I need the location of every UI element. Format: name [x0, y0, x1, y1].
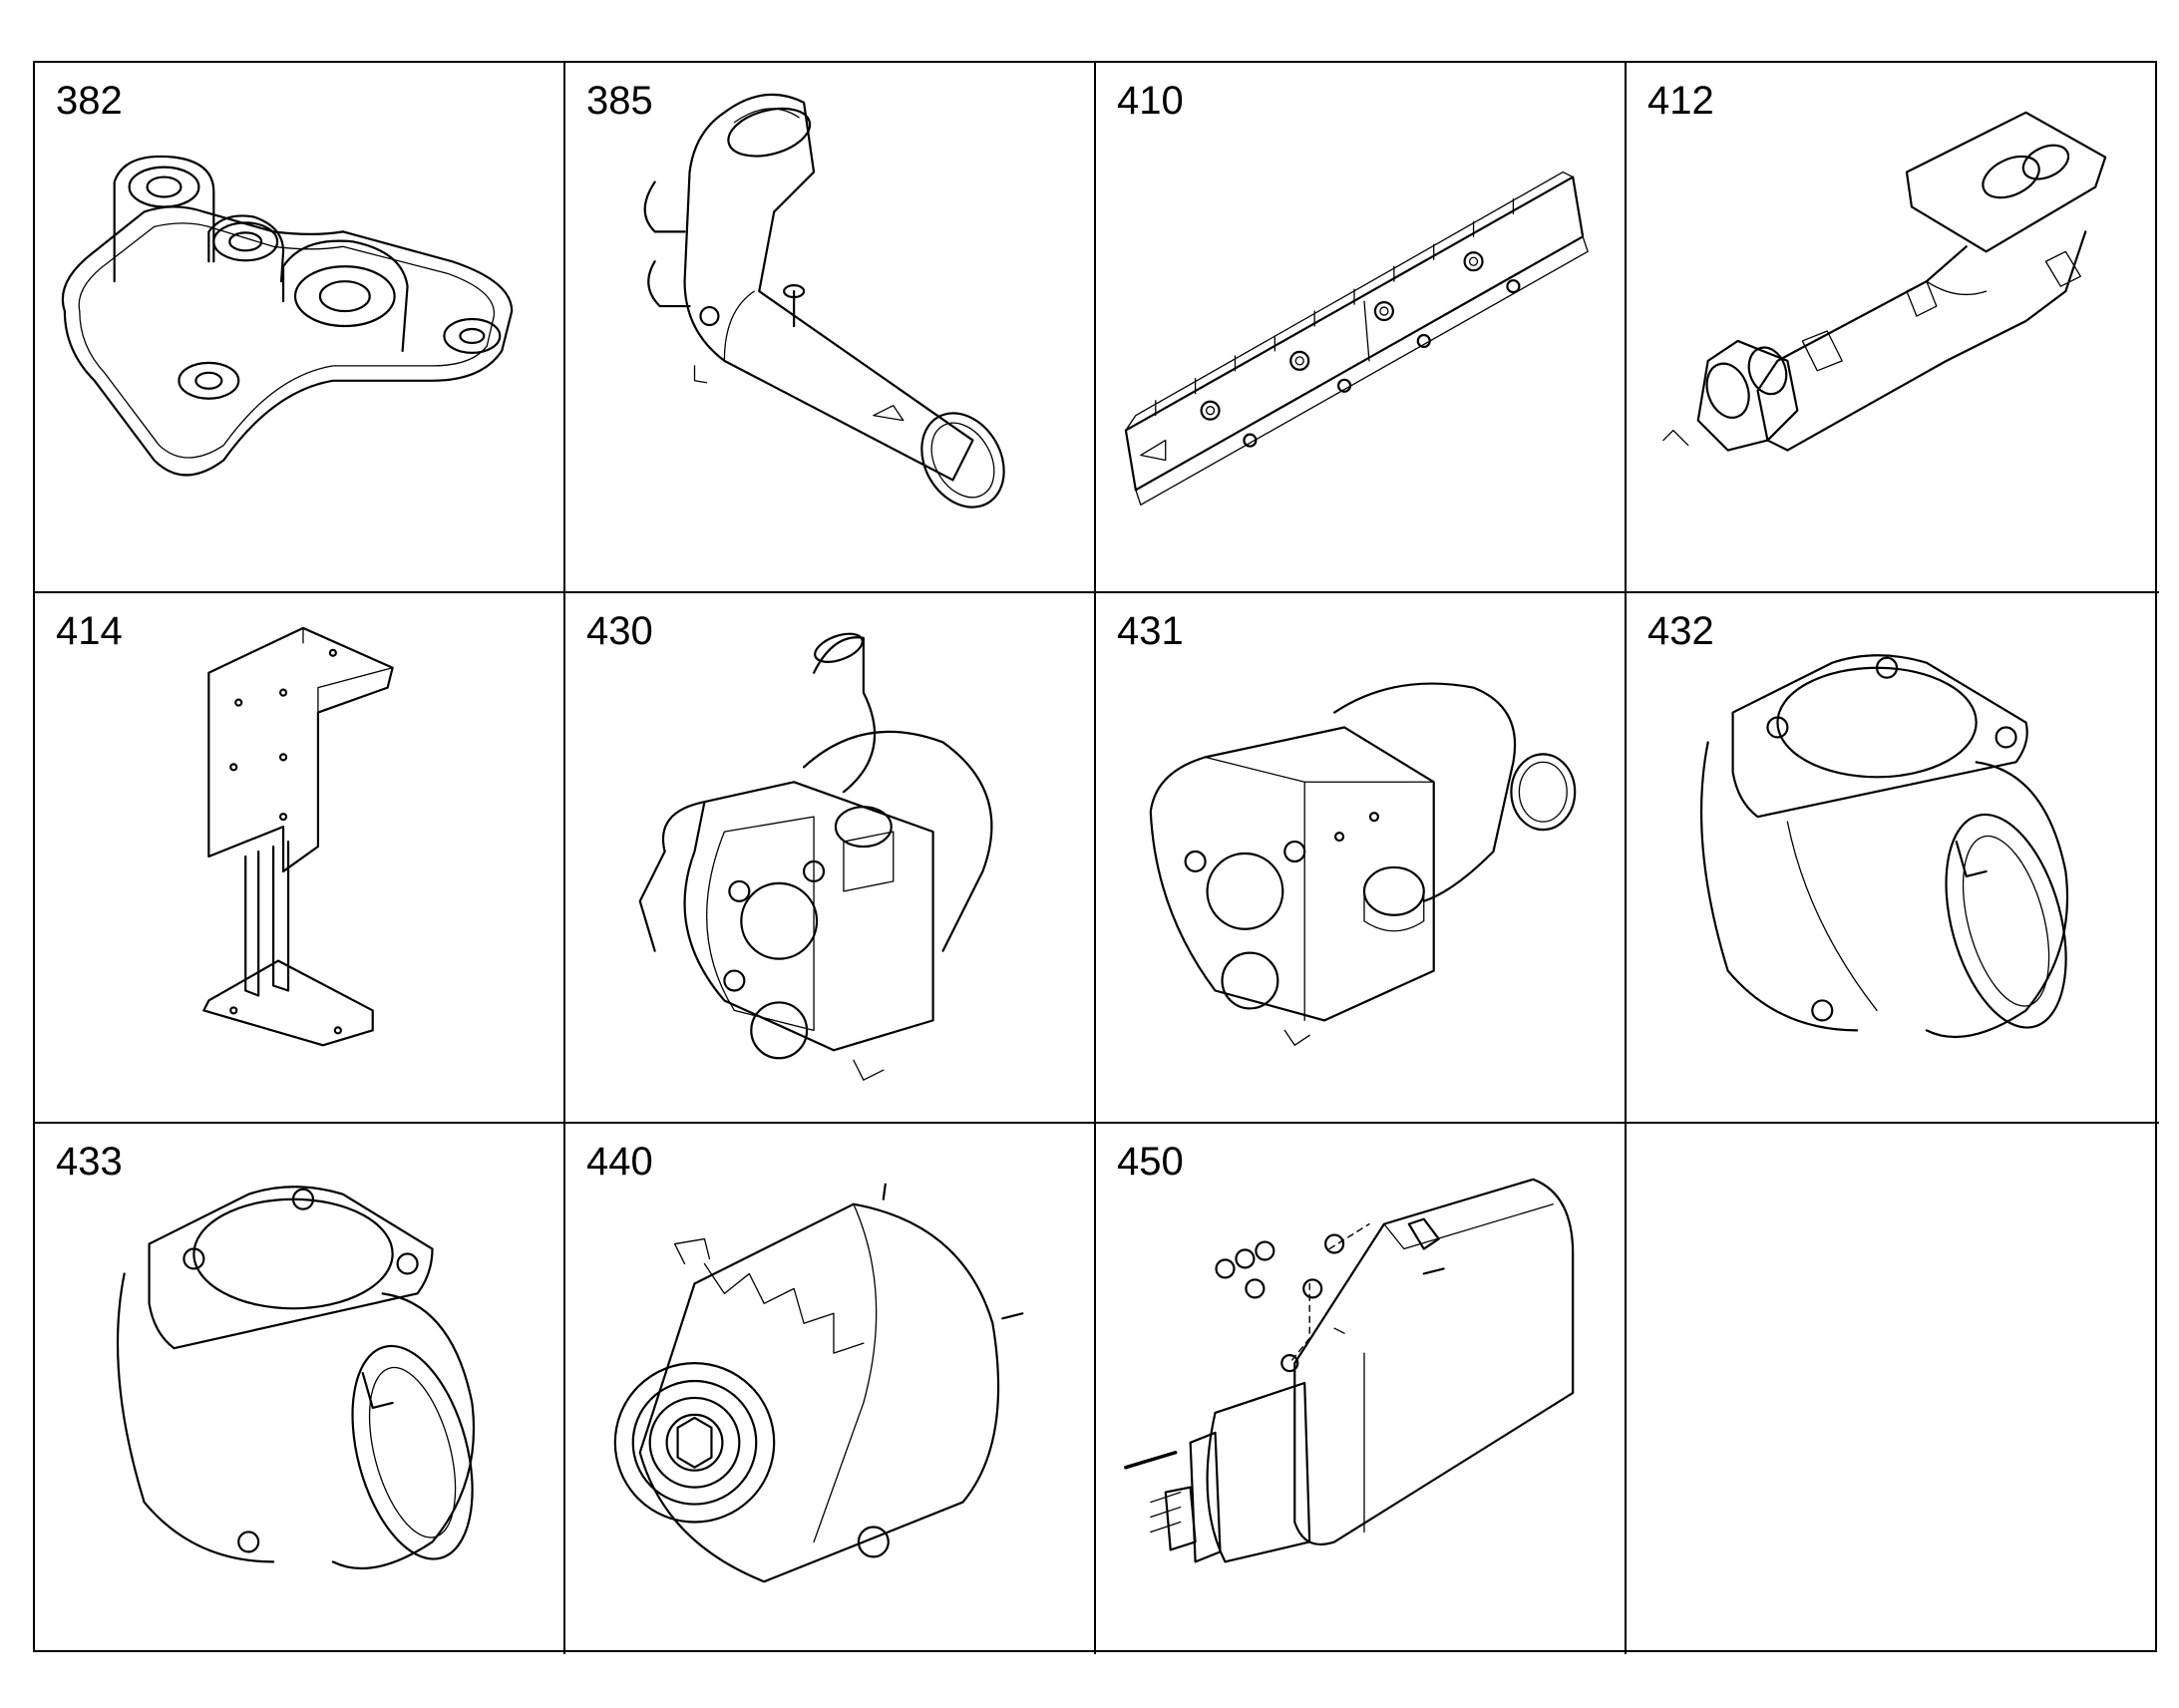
rail-bracket-icon [1124, 171, 1589, 506]
part-cell-450[interactable]: 450 [1096, 1124, 1627, 1654]
support-bracket-icon [202, 626, 394, 1047]
part-number: 432 [1647, 609, 1714, 653]
empty-cell [1627, 1124, 2159, 1654]
elbow-pipe-icon [643, 93, 1005, 509]
part-cell-431[interactable]: 431 [1096, 593, 1627, 1124]
part-cell-382[interactable]: 382 [35, 63, 565, 593]
part-number: 412 [1647, 79, 1714, 123]
exhaust-elbow-icon [1699, 654, 2069, 1039]
alternator-icon [613, 1183, 1024, 1583]
part-cell-430[interactable]: 430 [565, 593, 1096, 1124]
exhaust-manifold-icon [1662, 111, 2107, 452]
exhaust-elbow-icon [116, 1186, 476, 1570]
part-cell-414[interactable]: 414 [35, 593, 565, 1124]
part-number: 433 [56, 1140, 123, 1184]
part-cell-432[interactable]: 432 [1627, 593, 2159, 1124]
part-number: 414 [56, 609, 123, 653]
parts-grid: 382 385 [33, 61, 2159, 1654]
cover-housing-icon [61, 155, 514, 477]
starter-motor-icon [1124, 1178, 1575, 1563]
part-number: 431 [1117, 609, 1184, 653]
part-cell-410[interactable]: 410 [1096, 63, 1627, 593]
part-cell-440[interactable]: 440 [565, 1124, 1096, 1654]
part-number: 410 [1117, 79, 1184, 123]
turbocharger-icon [1149, 682, 1577, 1046]
part-cell-433[interactable]: 433 [35, 1124, 565, 1654]
part-number: 385 [586, 79, 653, 123]
part-number: 440 [586, 1140, 653, 1184]
part-cell-385[interactable]: 385 [565, 63, 1096, 593]
part-number: 382 [56, 79, 123, 123]
turbocharger-icon [638, 632, 993, 1081]
part-number: 430 [586, 609, 653, 653]
part-cell-412[interactable]: 412 [1627, 63, 2159, 593]
part-number: 450 [1117, 1140, 1184, 1184]
